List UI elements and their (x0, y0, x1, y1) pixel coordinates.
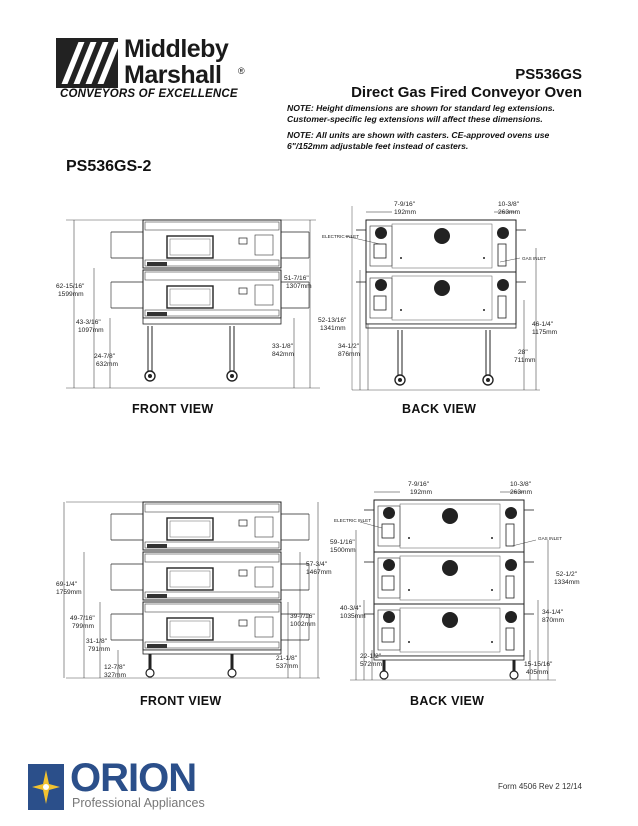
notes: NOTE: Height dimensions are shown for st… (287, 103, 587, 157)
orion-subtitle: Professional Appliances (72, 796, 205, 810)
dim-top-back-left-height-mm: 1341mm (320, 325, 346, 332)
dim-bottom-back-right-low: 15-15/16" (524, 661, 553, 668)
model-title: Direct Gas Fired Conveyor Oven (351, 84, 582, 101)
dim-top-back-top-left-mm: 192mm (394, 209, 416, 216)
dim-bottom-front-low: 12-7/8" (104, 664, 126, 671)
bottom-front-view-label: FRONT VIEW (140, 694, 222, 708)
form-number: Form 4506 Rev 2 12/14 (497, 782, 582, 791)
dim-top-front-mid-mm: 1097mm (78, 327, 104, 334)
brand-tagline: CONVEYORS OF EXCELLENCE (60, 88, 238, 100)
dim-bottom-back-right-top-mm: 1334mm (554, 579, 580, 586)
dim-top-back-left-low-mm: 876mm (338, 351, 360, 358)
dim-bottom-back-left-low-mm: 572mm (360, 661, 382, 668)
dim-bottom-back-right-mid-mm: 870mm (542, 617, 564, 624)
dim-bottom-front-overall-mm: 1759mm (56, 589, 82, 596)
top-gas-inlet-label: GAS INLET (522, 256, 546, 261)
dim-top-back-right-low: 28" (518, 349, 528, 356)
dim-bottom-back-left-mid: 40-3/4" (340, 605, 362, 612)
dim-top-back-right-low-mm: 711mm (514, 357, 536, 364)
dim-bottom-back-left-low: 22-1/2" (360, 653, 382, 660)
dim-bottom-back-right-mid: 34-1/4" (542, 609, 564, 616)
dim-top-front-low: 24-7/8" (94, 353, 116, 360)
dim-bottom-front-mid-mm: 791mm (88, 646, 110, 653)
top-back-view-drawing (344, 206, 540, 391)
dim-top-front-right-low: 33-1/8" (272, 343, 294, 350)
middleby-logo-icon (56, 38, 121, 88)
dim-top-back-left-height: 52-13/16" (318, 317, 347, 324)
model-code: PS536GS (515, 66, 582, 83)
dim-bottom-front-low-mm: 327mm (104, 672, 126, 679)
bottom-front-view-drawing (63, 501, 320, 679)
brand-name: Middleby Marshall (124, 35, 229, 89)
dim-bottom-front-right-low-mm: 537mm (276, 663, 298, 670)
dim-top-front-right-top: 51-7/16" (284, 275, 309, 282)
dim-bottom-front-overall: 69-1/4" (56, 581, 78, 588)
bottom-back-view-drawing (350, 491, 556, 681)
dim-top-front-overall: 62-15/16" (56, 283, 85, 290)
dim-top-back-top-right: 10-3/8" (498, 201, 520, 208)
dim-bottom-back-left-top-mm: 1500mm (330, 547, 356, 554)
dim-top-front-low-mm: 632mm (96, 361, 118, 368)
dim-bottom-back-left-mid-mm: 1035mm (340, 613, 366, 620)
dim-bottom-back-right-low-mm: 405mm (526, 669, 548, 676)
dim-top-front-right-top-mm: 1307mm (286, 283, 312, 290)
dim-bottom-back-top-left-mm: 192mm (410, 489, 432, 496)
note-casters: NOTE: All units are shown with casters. … (287, 130, 550, 151)
dim-top-back-top-right-mm: 263mm (498, 209, 520, 216)
orion-star-icon (28, 764, 64, 810)
top-front-view-drawing (66, 219, 320, 389)
dim-bottom-front-right-mid: 39-7/16" (290, 613, 315, 620)
bottom-gas-inlet-label: GAS INLET (538, 536, 562, 541)
dim-bottom-front-right-mid-mm: 1002mm (290, 621, 316, 628)
dim-top-front-mid: 43-3/16" (76, 319, 101, 326)
dim-top-front-right-low-mm: 842mm (272, 351, 294, 358)
dim-bottom-front-right-low: 21-1/8" (276, 655, 298, 662)
dim-bottom-front-right-top-mm: 1467mm (306, 569, 332, 576)
top-back-view-label: BACK VIEW (402, 402, 477, 416)
dim-top-front-overall-mm: 1599mm (58, 291, 84, 298)
dim-bottom-front-mid: 31-1/8" (86, 638, 108, 645)
note-height: NOTE: Height dimensions are shown for st… (287, 103, 555, 124)
dim-top-back-right-mid: 46-1/4" (532, 321, 554, 328)
top-electric-inlet-label: ELECTRIC INLET (322, 234, 359, 239)
dim-top-back-top-left: 7-9/16" (394, 201, 416, 208)
dim-bottom-back-top-left: 7-9/16" (408, 481, 430, 488)
dim-bottom-back-right-top: 52-1/2" (556, 571, 578, 578)
dim-top-back-left-low: 34-1/2" (338, 343, 360, 350)
dim-bottom-front-right-top: 57-3/4" (306, 561, 328, 568)
dim-bottom-back-top-right: 10-3/8" (510, 481, 532, 488)
registered-mark: ® (238, 66, 245, 76)
bottom-electric-inlet-label: ELECTRIC INLET (334, 518, 371, 523)
dim-bottom-back-top-right-mm: 263mm (510, 489, 532, 496)
top-front-view-label: FRONT VIEW (132, 402, 214, 416)
dim-bottom-back-left-top: 59-1/16" (330, 539, 355, 546)
bottom-back-view-label: BACK VIEW (410, 694, 485, 708)
dim-bottom-front-upper-mm: 799mm (72, 623, 94, 630)
dim-bottom-front-upper: 49-7/16" (70, 615, 95, 622)
orion-brand: ORION (70, 756, 197, 800)
orion-logo: ORION Professional Appliances (28, 756, 228, 818)
variant-label: PS536GS-2 (66, 158, 152, 175)
dim-top-back-right-mid-mm: 1175mm (532, 329, 558, 336)
middleby-marshall-logo: Middleby Marshall ® CONVEYORS OF EXCELLE… (56, 35, 256, 102)
